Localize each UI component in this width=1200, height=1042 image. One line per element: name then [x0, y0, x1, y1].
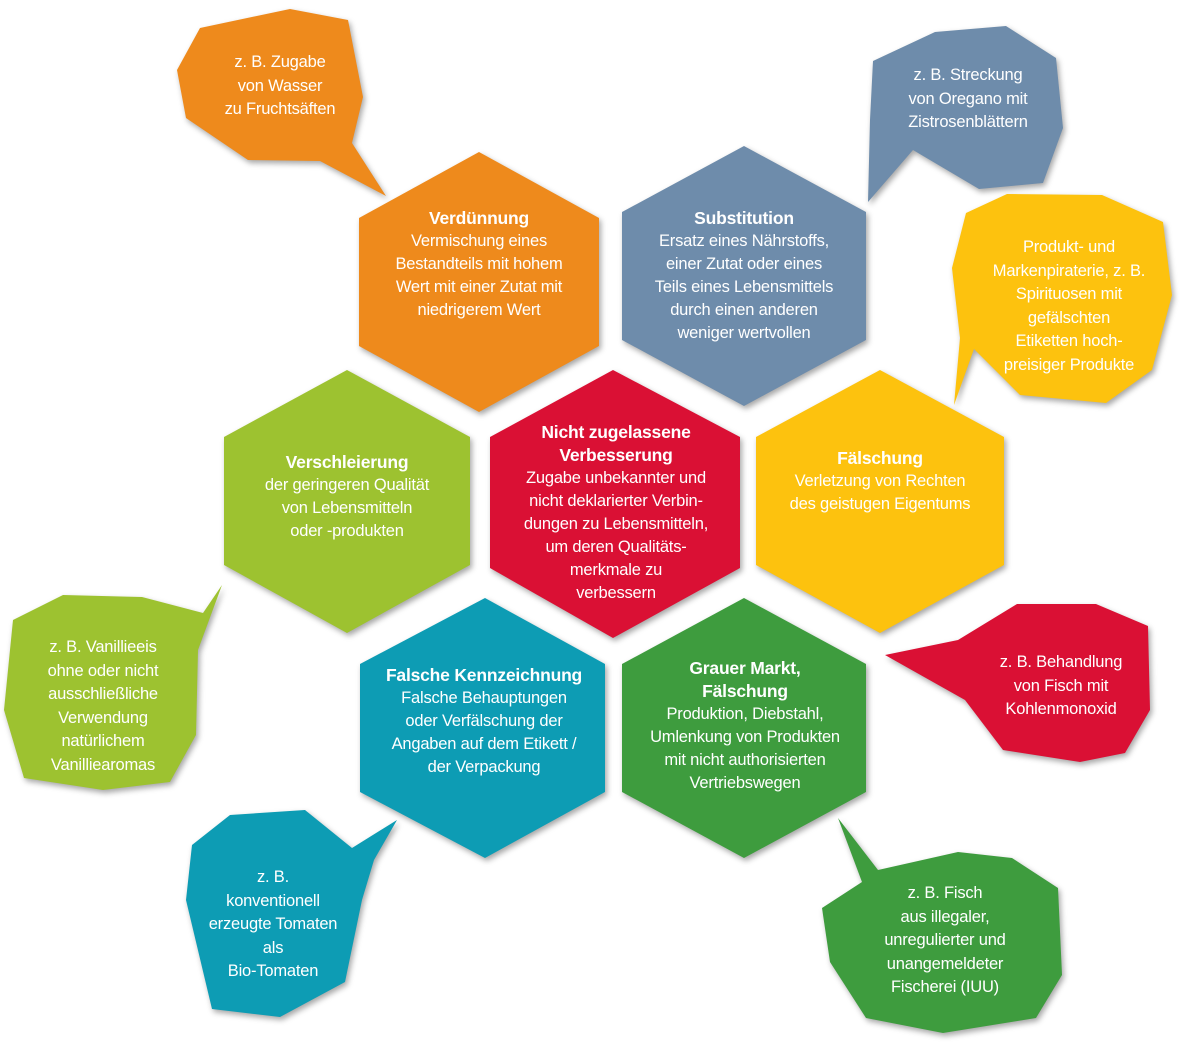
hexagon-grauer-markt [622, 598, 866, 858]
verschleierung-body: der geringeren Qualität von Lebensmittel… [264, 476, 430, 540]
bubble-red-shape [885, 604, 1150, 762]
bubble-teal-shape [186, 810, 397, 1017]
hexagon-faelschung-label: Fälschung Verletzung von Rechten des gei… [766, 447, 994, 516]
hexagon-nicht-zugelassen [490, 370, 740, 638]
hexagon-verschleierung-label: Verschleierung der geringeren Qualität v… [234, 451, 460, 543]
nicht-zugelassen-body: Zugabe unbekannter und nicht deklarierte… [523, 469, 709, 602]
nicht-zugelassen-title: Nicht zugelassene Verbesserung [541, 422, 691, 465]
hexagon-verduennung-label: Verdünnung Vermischung eines Bestandteil… [369, 207, 589, 322]
bubble-lime-shape [4, 585, 222, 790]
grauer-markt-body: Produktion, Diebstahl, Umlenkung von Pro… [650, 705, 840, 792]
falsche-kennzeichnung-title: Falsche Kennzeichnung [385, 665, 583, 685]
bubble-slate-text: z. B. Streckung von Oregano mit Zistrose… [908, 66, 1028, 131]
bubble-yellow-shape [952, 194, 1172, 405]
bubble-teal-text: z. B. konventionell erzeugte Tomaten als… [208, 868, 338, 980]
hexagon-verschleierung [224, 370, 470, 633]
hexagon-nicht-zugelassen-label: Nicht zugelassene Verbesserung Zugabe un… [498, 421, 734, 605]
grauer-markt-title: Grauer Markt, Fälschung [689, 658, 801, 701]
bubble-green-text: z. B. Fisch aus illegaler, unregulierter… [884, 884, 1006, 996]
hexagon-falsche-kennzeichnung [360, 598, 605, 858]
hexagon-faelschung [756, 370, 1004, 633]
verschleierung-title: Verschleierung [285, 452, 409, 472]
verduennung-title: Verdünnung [428, 208, 530, 228]
bubble-lime-text: z. B. Vanillieeis ohne oder nicht aussch… [47, 638, 159, 774]
bubble-yellow-text: Produkt- und Markenpiraterie, z. B. Spir… [992, 238, 1146, 374]
bubble-red-text: z. B. Behandlung von Fisch mit Kohlenmon… [999, 653, 1123, 718]
hexagon-substitution [622, 146, 866, 406]
hexagon-substitution-label: Substitution Ersatz eines Nährstoffs, ei… [632, 207, 856, 345]
bubble-orange-text: z. B. Zugabe von Wasser zu Fruchtsäften [224, 53, 336, 118]
falsche-kennzeichnung-body: Falsche Behauptungen oder Verfälschung d… [391, 689, 577, 776]
faelschung-title: Fälschung [837, 448, 923, 468]
bubble-green-shape [822, 818, 1062, 1033]
hexagon-falsche-kennzeichnung-label: Falsche Kennzeichnung Falsche Behauptung… [366, 664, 602, 779]
hexagon-grauer-markt-label: Grauer Markt, Fälschung Produktion, Dieb… [628, 657, 862, 795]
substitution-title: Substitution [694, 208, 794, 228]
bubble-orange-shape [177, 9, 386, 196]
bubble-slate-shape [868, 26, 1063, 202]
hexagon-verduennung [359, 152, 599, 412]
verduennung-body: Vermischung eines Bestandteils mit hohem… [395, 232, 563, 319]
faelschung-body: Verletzung von Rechten des geistugen Eig… [789, 472, 971, 513]
substitution-body: Ersatz eines Nährstoffs, einer Zutat ode… [654, 232, 834, 342]
